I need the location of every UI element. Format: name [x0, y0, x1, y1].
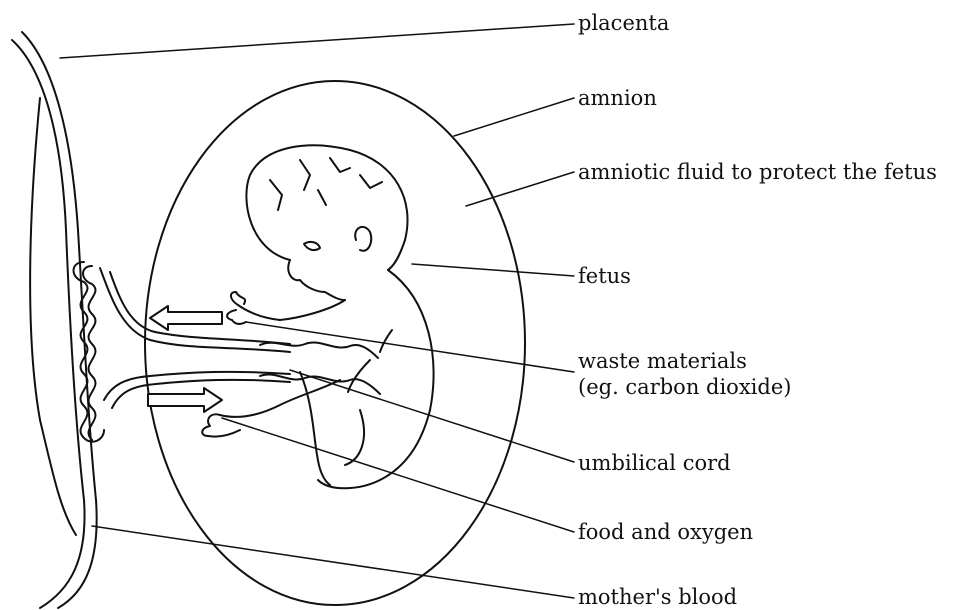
fetus-eye [304, 242, 320, 250]
fetus-ear [355, 227, 371, 251]
leader-placenta [60, 24, 574, 58]
fetus-leg [202, 380, 340, 437]
leader-mothers-blood [92, 526, 574, 598]
fetus-face [288, 260, 345, 300]
label-amnion: amnion [578, 86, 657, 111]
uterine-wall-inner [22, 32, 97, 608]
fetus-body [318, 270, 434, 488]
label-mothers-blood: mother's blood [578, 585, 737, 610]
leader-umbilical-cord [290, 370, 574, 462]
umbilical-cord-bottom [260, 374, 380, 394]
fetus-back [280, 300, 345, 320]
fetus-leg-fold [345, 410, 364, 465]
label-placenta: placenta [578, 11, 669, 36]
label-waste-example: (eg. carbon dioxide) [578, 375, 791, 400]
umbilical-cord-loop [300, 372, 330, 485]
uterine-wall-outer [12, 40, 85, 608]
fetus-head-veins [270, 158, 382, 210]
label-waste-materials: waste materials [578, 349, 747, 374]
leader-amnion [454, 98, 574, 136]
fetus-upper-arm [227, 292, 280, 324]
food-oxygen-arrow [148, 388, 222, 412]
label-umbilical-cord: umbilical cord [578, 451, 731, 476]
amnion-sac [145, 81, 525, 605]
placenta-connection-upper [100, 268, 290, 352]
leader-food-oxygen [222, 418, 574, 532]
fetus-head [246, 145, 407, 270]
waste-arrow [150, 306, 222, 330]
label-fetus: fetus [578, 264, 631, 289]
label-amniotic-fluid: amniotic fluid to protect the fetus [578, 160, 937, 185]
label-food-oxygen: food and oxygen [578, 520, 753, 545]
leader-fetus [412, 264, 574, 276]
